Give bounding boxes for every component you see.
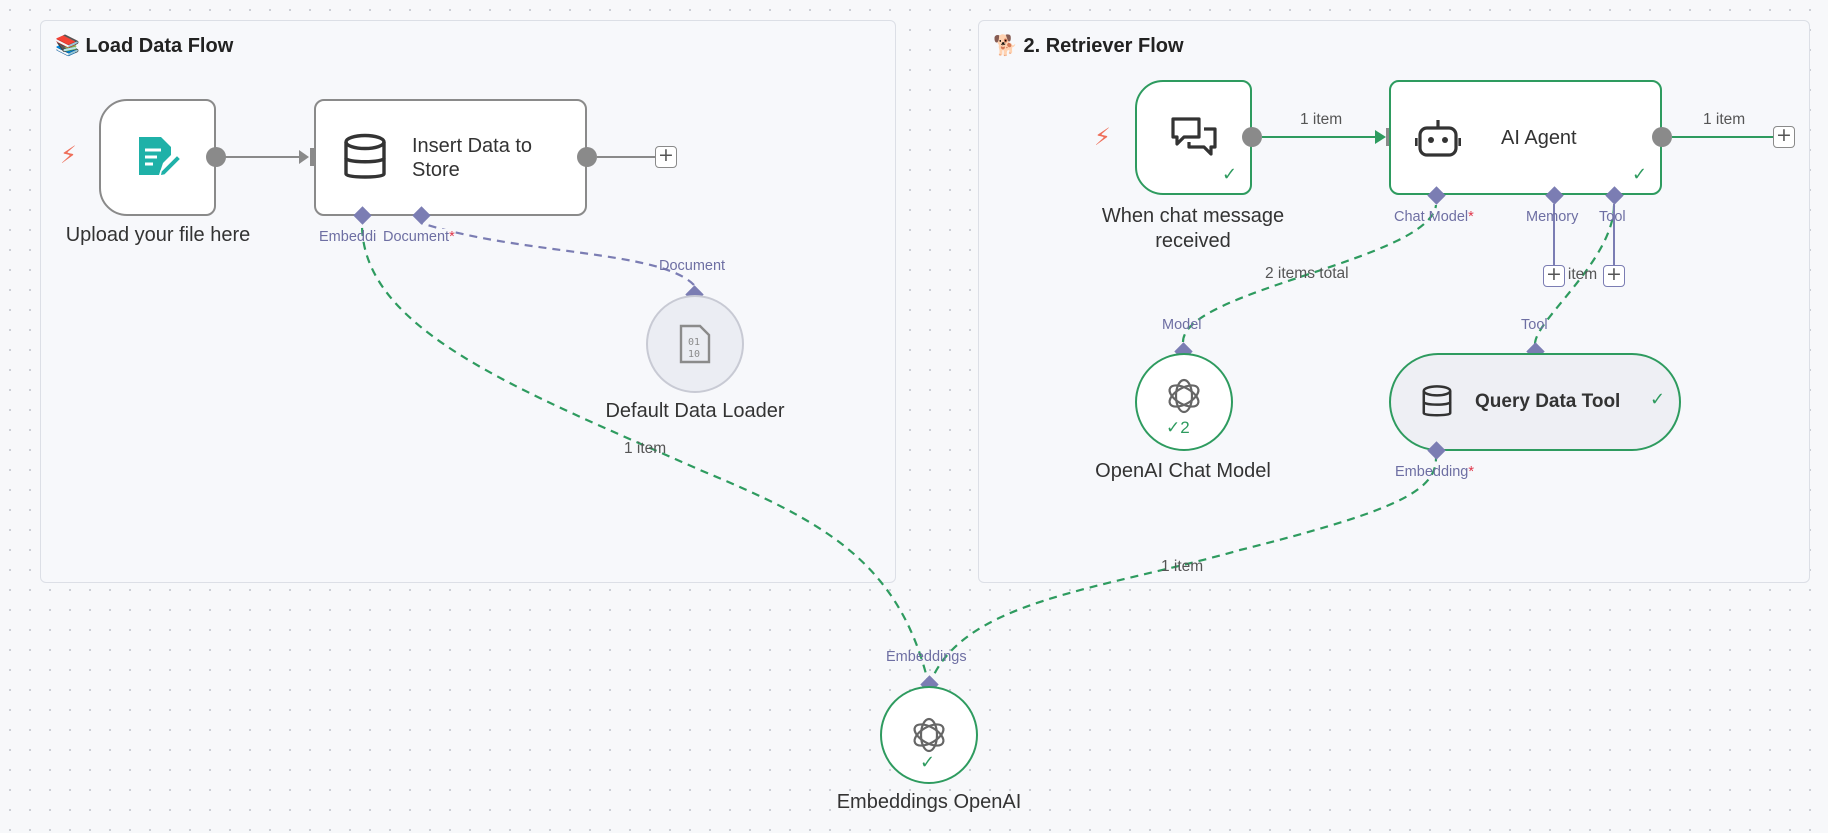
binary-file-icon: 01 10	[679, 324, 711, 364]
chat-bubbles-icon	[1170, 116, 1217, 156]
port-label-query-tool-embedding: Embedding*	[1395, 464, 1475, 480]
file-edit-icon	[139, 137, 181, 178]
port-label-agent-tool: Tool	[1599, 209, 1626, 225]
run-count-badge: ✓2	[1166, 418, 1190, 438]
openai-icon	[913, 717, 945, 753]
success-check-icon: ✓	[1222, 164, 1238, 185]
add-tool-button[interactable]: +	[1603, 265, 1625, 287]
node-label-loader: Default Data Loader	[605, 400, 785, 422]
trigger-bolt-icon: ⚡	[60, 141, 77, 169]
add-memory-button[interactable]: +	[1543, 265, 1565, 287]
node-label-embeddings: Embeddings OpenAI	[836, 791, 1022, 813]
database-icon	[1422, 385, 1452, 417]
port-label-insert-embedding: Embeddi	[319, 229, 377, 245]
port-label-query-tool-out: Tool	[1521, 317, 1548, 333]
edge-label-agent-out: 1 item	[1703, 111, 1746, 128]
node-default-data-loader[interactable]: 01 10	[646, 295, 744, 393]
node-title-agent: AI Agent	[1501, 126, 1577, 149]
port-label-agent-chat-model: Chat Model*	[1394, 209, 1474, 225]
port-label-agent-memory: Memory	[1526, 209, 1579, 225]
output-handle-chat-trigger[interactable]	[1242, 127, 1262, 147]
success-check-icon: ✓	[1632, 164, 1648, 185]
port-label-loader-document: Document	[659, 258, 726, 274]
node-query-data-tool[interactable]: Query Data Tool	[1389, 353, 1681, 451]
edge-label-model-to-agent: 2 items total	[1265, 265, 1349, 282]
port-label-chat-model: Model	[1162, 317, 1202, 333]
edge-label-trigger-to-agent: 1 item	[1300, 111, 1343, 128]
dog-emoji: 🐕	[993, 35, 1018, 57]
output-handle-insert[interactable]	[577, 147, 597, 167]
node-title-insert: Insert Data to Store	[412, 134, 533, 181]
edge-label-embeddings-to-insert: 1 item	[624, 440, 667, 457]
node-upload-file[interactable]	[99, 99, 216, 216]
openai-icon	[1168, 378, 1200, 414]
edge-label-embeddings-to-tool: 1 item	[1161, 558, 1204, 575]
database-icon	[344, 133, 386, 179]
node-label-chat-trigger: When chat message received	[1101, 205, 1285, 252]
trigger-bolt-icon: ⚡	[1094, 123, 1111, 151]
node-label-upload: Upload your file here	[65, 224, 251, 246]
success-check-icon: ✓	[920, 752, 936, 773]
node-ai-agent[interactable]: AI Agent	[1389, 80, 1662, 195]
node-title-query-tool: Query Data Tool	[1475, 390, 1621, 412]
port-label-embeddings: Embeddings	[886, 649, 967, 665]
node-label-chat-model: OpenAI Chat Model	[1095, 460, 1271, 482]
output-handle-upload[interactable]	[206, 147, 226, 167]
output-handle-agent[interactable]	[1652, 127, 1672, 147]
node-openai-chat-model[interactable]	[1135, 353, 1233, 451]
port-label-insert-document: Document*	[383, 229, 455, 245]
add-node-button[interactable]: +	[1773, 126, 1795, 148]
add-node-button[interactable]: +	[655, 146, 677, 168]
edge-label-tool-to-agent: 1 item	[1555, 266, 1598, 283]
success-check-icon: ✓	[1650, 389, 1666, 410]
node-chat-trigger[interactable]	[1135, 80, 1252, 195]
svg-text:01: 01	[688, 337, 700, 348]
node-insert-data[interactable]: Insert Data to Store	[314, 99, 587, 216]
robot-icon	[1415, 119, 1461, 157]
success-check-icon: ✓	[1166, 418, 1181, 438]
node-embeddings-openai[interactable]	[880, 686, 978, 784]
sticky-title-load: Load Data Flow	[85, 35, 234, 57]
books-emoji: 📚	[55, 35, 80, 57]
sticky-title-retriever: 2. Retriever Flow	[1023, 35, 1184, 57]
svg-text:10: 10	[688, 349, 700, 360]
